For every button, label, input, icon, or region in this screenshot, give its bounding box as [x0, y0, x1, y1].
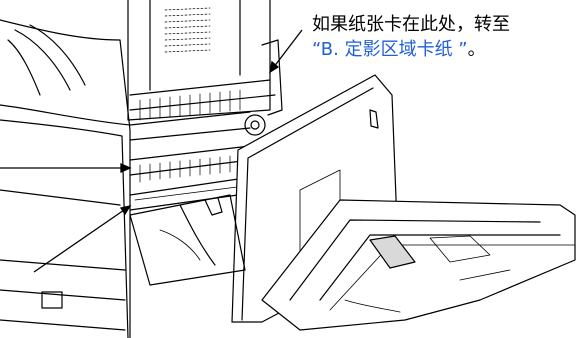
callout-arrows	[0, 29, 303, 273]
arrow-top-head	[269, 60, 280, 74]
callout-line-2: “B. 定影区域卡纸 ”。	[312, 37, 510, 62]
arrow-lower-head	[119, 205, 132, 216]
fusing-area-jam-link[interactable]: “B. 定影区域卡纸 ”	[312, 39, 468, 60]
paper-guide	[129, 194, 246, 286]
bypass-tray	[261, 199, 576, 331]
callout-line-2-tail: 。	[467, 39, 486, 60]
jam-callout: 如果纸张卡在此处，转至 “B. 定影区域卡纸 ”。	[312, 12, 510, 62]
callout-line-1: 如果纸张卡在此处，转至	[312, 14, 510, 35]
printer-body	[0, 19, 131, 338]
top-panel	[127, 0, 271, 121]
arrow-left-head	[120, 162, 132, 174]
interior-rollers	[129, 39, 283, 211]
arrow-lower-line	[33, 207, 128, 273]
